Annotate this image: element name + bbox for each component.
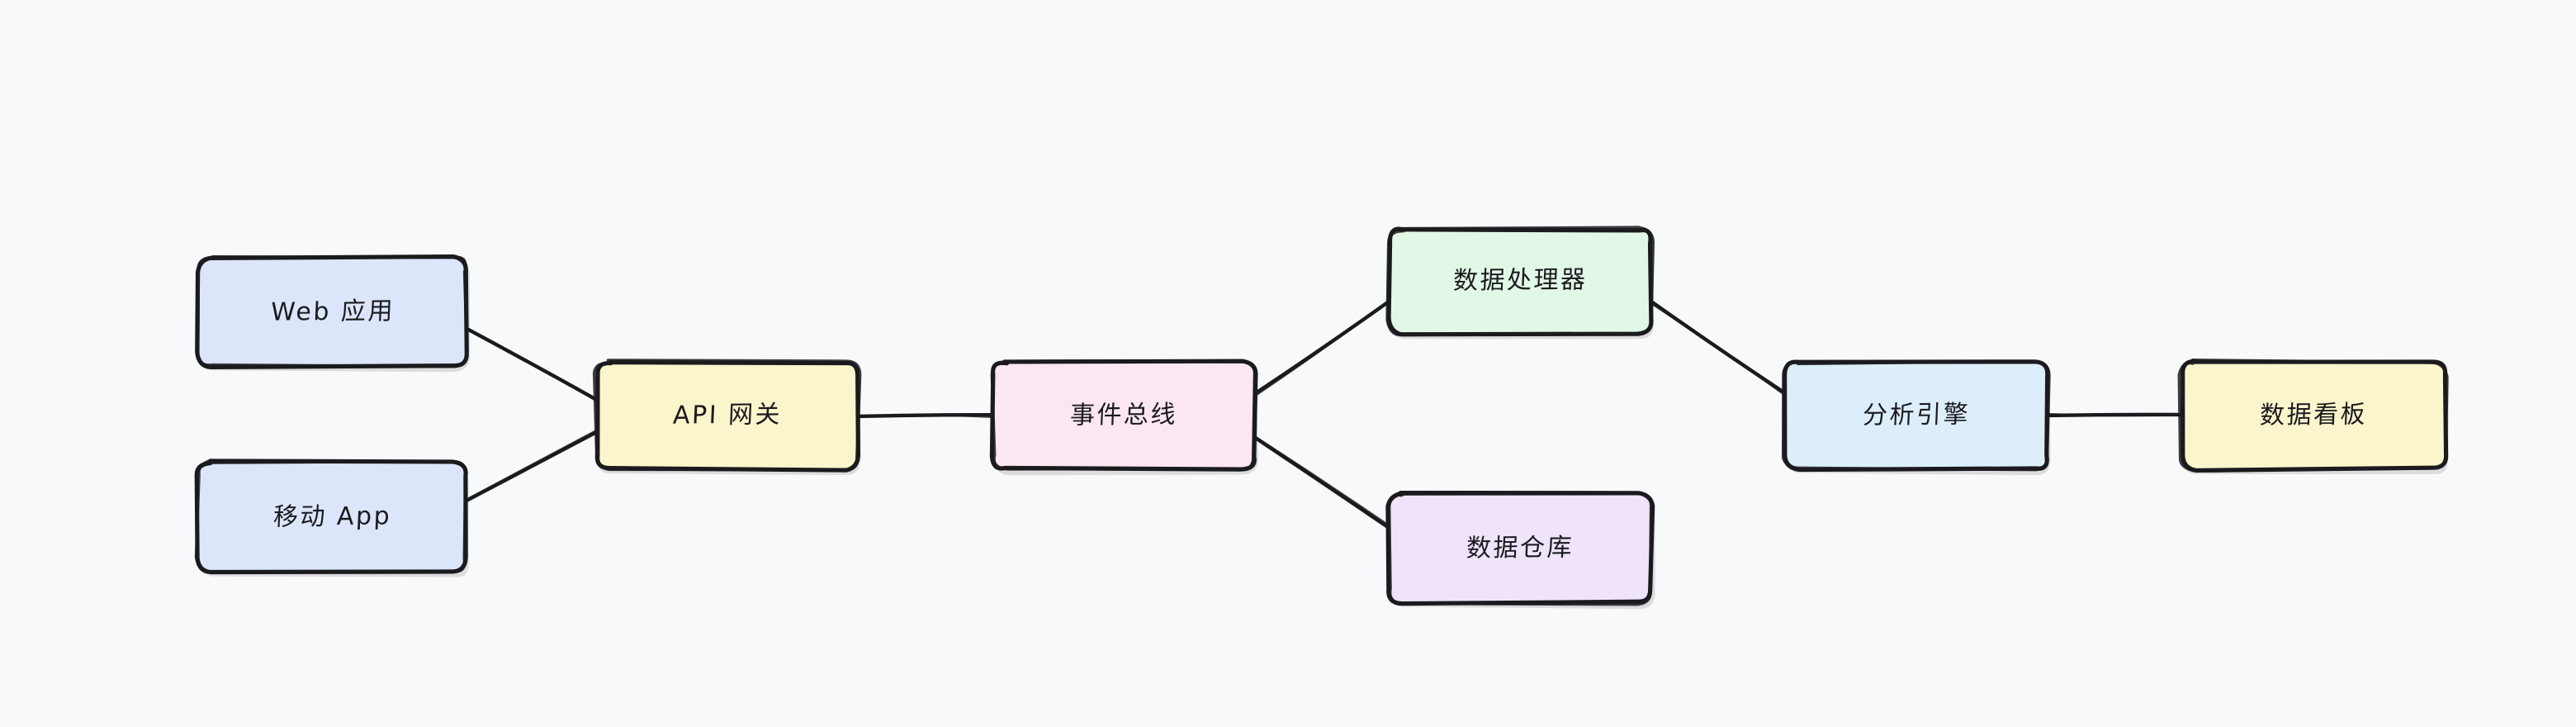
- node-mobile-app[interactable]: 移动 App: [194, 459, 469, 577]
- node-label-api-gateway: API 网关: [672, 400, 783, 430]
- node-shape-event-bus: [989, 359, 1259, 476]
- node-label-data-processor: 数据处理器: [1451, 265, 1589, 296]
- node-label-dashboard: 数据看板: [2259, 400, 2368, 430]
- node-event-bus[interactable]: 事件总线: [989, 359, 1259, 476]
- node-shape-analytics-engine: [1781, 359, 2051, 476]
- node-label-event-bus: 事件总线: [1069, 400, 1178, 430]
- node-data-processor[interactable]: 数据处理器: [1385, 226, 1655, 340]
- node-shape-api-gateway: [592, 359, 862, 476]
- node-label-mobile-app: 移动 App: [272, 501, 392, 532]
- node-dashboard[interactable]: 数据看板: [2177, 358, 2450, 475]
- node-web-app[interactable]: Web 应用: [195, 254, 471, 373]
- node-label-web-app: Web 应用: [269, 296, 395, 327]
- node-shape-dashboard: [2177, 358, 2450, 475]
- node-label-analytics-engine: 分析引擎: [1862, 400, 1971, 430]
- node-shape-mobile-app: [194, 459, 469, 577]
- node-data-warehouse[interactable]: 数据仓库: [1385, 490, 1655, 610]
- node-analytics-engine[interactable]: 分析引擎: [1781, 359, 2051, 476]
- node-label-data-warehouse: 数据仓库: [1466, 533, 1574, 563]
- node-shape-web-app: [195, 254, 471, 373]
- node-shape-data-warehouse: [1385, 490, 1655, 610]
- node-api-gateway[interactable]: API 网关: [592, 359, 862, 476]
- node-shape-data-processor: [1385, 226, 1655, 340]
